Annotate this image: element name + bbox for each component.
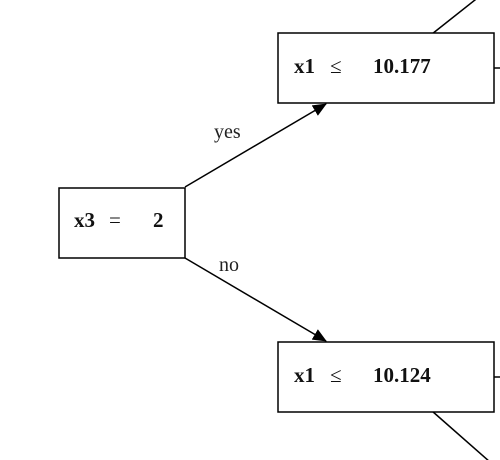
node-root-box (58, 187, 186, 259)
node-root: x3 = 2 (58, 187, 186, 259)
edge-no-child-lower-branch (431, 410, 489, 460)
node-no-child-value: 10.124 (373, 363, 431, 387)
node-yes-child-box (277, 32, 495, 104)
node-root-value: 2 (153, 208, 164, 232)
node-yes-child: x1 ≤ 10.177 (277, 32, 495, 104)
edge-yes-child-upper-branch (431, 0, 477, 35)
node-no-child-box (277, 341, 495, 413)
edge-label-no: no (219, 254, 239, 276)
node-root-operator: = (109, 208, 121, 232)
edge-label-yes: yes (214, 121, 241, 143)
node-yes-child-value: 10.177 (373, 54, 431, 78)
node-yes-child-feature: x1 (294, 54, 315, 78)
edge-yes (184, 103, 327, 188)
node-no-child: x1 ≤ 10.124 (277, 341, 495, 413)
node-yes-child-operator: ≤ (330, 54, 342, 78)
node-no-child-operator: ≤ (330, 363, 342, 387)
node-root-feature: x3 (74, 208, 95, 232)
edge-no (184, 257, 327, 342)
node-no-child-feature: x1 (294, 363, 315, 387)
